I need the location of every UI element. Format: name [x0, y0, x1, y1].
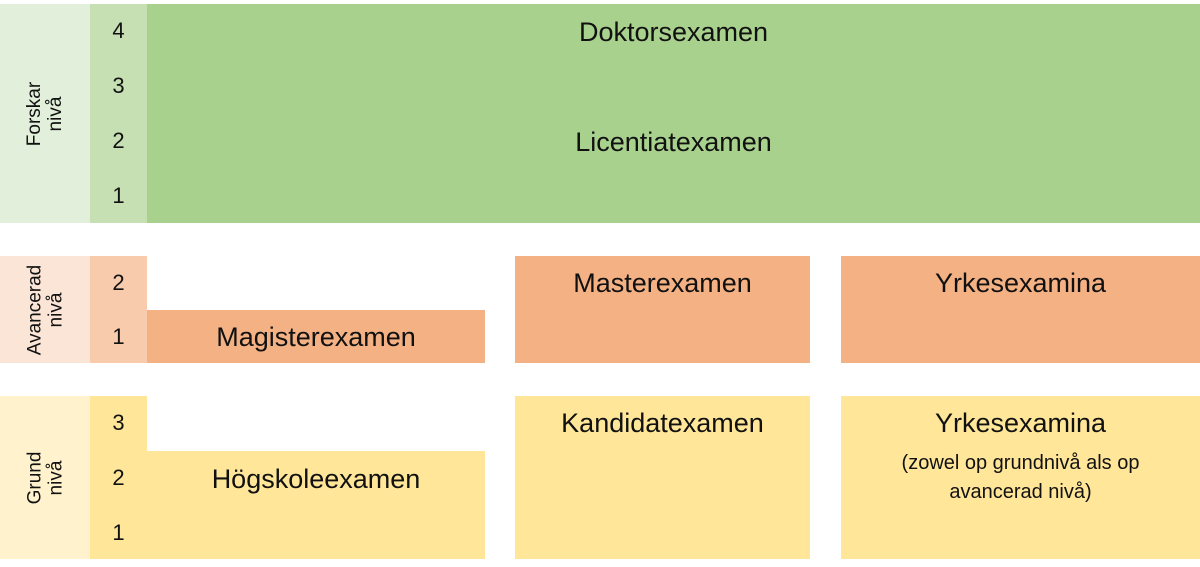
- grund-level-numbers: [90, 396, 147, 559]
- magisterexamen-block: Magisterexamen: [147, 310, 485, 363]
- avancerad-label-line2: nivå: [45, 292, 66, 327]
- avancerad-number-2: 2: [112, 270, 125, 295]
- forskar-label-line2: nivå: [45, 96, 66, 131]
- doktorsexamen-label: Doktorsexamen: [578, 17, 769, 47]
- kandidatexamen-label: Kandidatexamen: [561, 408, 764, 438]
- grund-number-2: 2: [112, 465, 125, 490]
- kandidatexamen-block: Kandidatexamen: [515, 396, 810, 559]
- licentiatexamen-label: Licentiatexamen: [575, 127, 772, 157]
- magisterexamen-label: Magisterexamen: [216, 322, 416, 352]
- forskar-number-3: 3: [112, 73, 125, 98]
- avancerad-level-numbers: [90, 256, 147, 363]
- hogskoleexamen-block: Högskoleexamen: [147, 451, 485, 559]
- masterexamen-label: Masterexamen: [573, 268, 752, 298]
- yrkesexamina-note-line1: (zowel op grundnivå als op: [901, 452, 1140, 474]
- forskar-label-line1: Forskar: [24, 81, 45, 146]
- yrkesexamina-note-line2: avancerad nivå): [949, 481, 1092, 503]
- grund-label-line1: Grund: [24, 451, 45, 504]
- yrkesexamina-avancerad-block: Yrkesexamina: [841, 256, 1200, 363]
- masterexamen-block: Masterexamen: [515, 256, 810, 363]
- forskar-level-numbers: [90, 4, 147, 223]
- avancerad-label-line1: Avancerad: [24, 264, 45, 355]
- forskar-number-4: 4: [112, 18, 125, 43]
- forskar-number-2: 2: [112, 128, 125, 153]
- yrkesexamina-grund-label: Yrkesexamina: [934, 408, 1107, 438]
- grund-number-1: 1: [112, 520, 125, 545]
- avancerad-number-1: 1: [112, 324, 125, 349]
- yrkesexamina-grund-block: Yrkesexamina (zowel op grundnivå als op …: [841, 396, 1200, 559]
- grund-label-line2: nivå: [45, 460, 66, 495]
- forskar-number-1: 1: [112, 183, 125, 208]
- yrkesexamina-avancerad-label: Yrkesexamina: [934, 268, 1107, 298]
- forskar-degrees-block: Doktorsexamen Licentiatexamen: [147, 4, 1200, 223]
- hogskoleexamen-label: Högskoleexamen: [211, 464, 421, 494]
- grund-number-3: 3: [112, 410, 125, 435]
